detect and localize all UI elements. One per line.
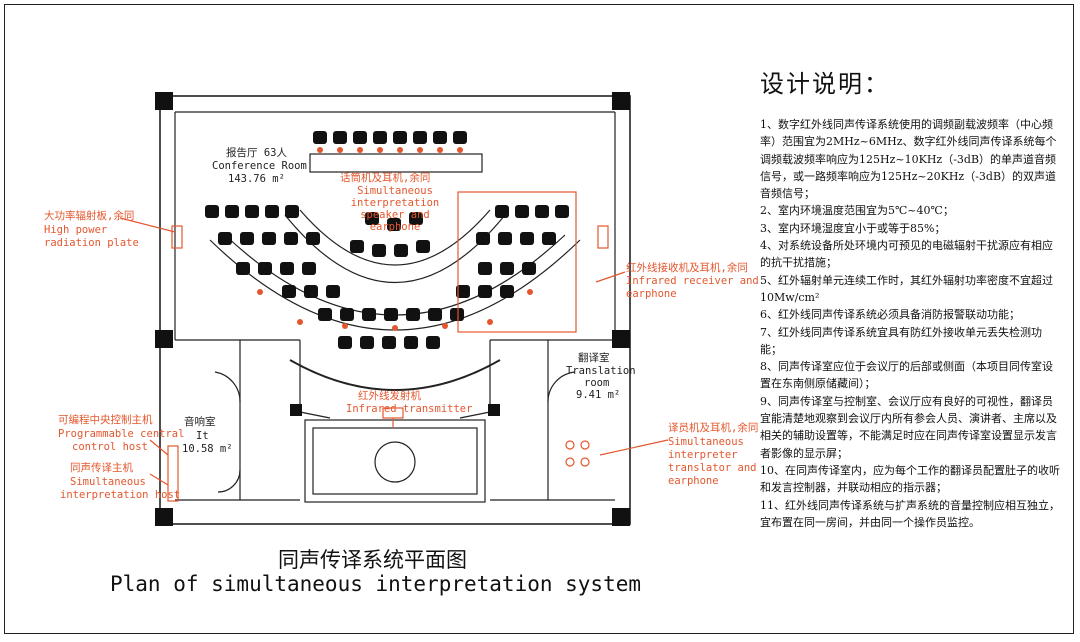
radiation-plate-label-en-1: High power: [44, 224, 108, 236]
notes-title: 设计说明：: [760, 70, 890, 98]
transmitter-label-cn: 红外线发射机: [358, 390, 421, 402]
sound-room-label-cn: 音响室: [184, 416, 216, 428]
translator-label-en-1: Simultaneous: [668, 436, 744, 448]
note-item: 9、同声传译室与控制室、会议厅应有良好的可视性，翻译员宜能清楚地观察到会议厅内所…: [760, 394, 1057, 460]
translation-room-label-en-2: room: [584, 377, 610, 389]
translation-room-label-cn: 翻译室: [578, 352, 610, 364]
interp-host-label-en-1: Simultaneous: [70, 476, 146, 488]
control-host-label-en-2: control host: [72, 441, 148, 453]
translator-label-en-2: interpreter: [668, 449, 738, 461]
plan-caption-en: Plan of simultaneous interpretation syst…: [110, 572, 642, 596]
translation-room-label-en-1: Translation: [566, 365, 636, 377]
receiver-label-en-2: earphone: [626, 288, 677, 300]
receiver-label-en-1: Infrared receiver and: [626, 275, 759, 287]
radiation-plate-label-en-2: radiation plate: [44, 237, 139, 249]
control-host-label-cn: 可编程中央控制主机: [58, 414, 153, 426]
note-item: 7、红外线同声传译系统宜具有防红外接收单元丢失检测功能；: [760, 325, 1042, 356]
note-item: 8、同声传译室应位于会议厅的后部或侧面（本项目同传室设置在东南侧原储藏间）；: [760, 360, 1053, 391]
note-item: 10、在同声传译室内，应为每个工作的翻译员配置肚子的收听和发言控制器，并联动相应…: [760, 463, 1060, 495]
note-item: 11、红外线同声传译系统与扩声系统的音量控制应相互独立，宜布置在同一房间，并由同…: [760, 498, 1060, 529]
note-item: 3、室内环境湿度宜小于或等于85%；: [760, 221, 946, 235]
interp-host-label-en-2: interpretation host: [60, 489, 181, 501]
note-item: 6、红外线同声传译系统必须具备消防报警联动功能；: [760, 308, 1020, 322]
conference-room-label-cn: 报告厅 63人: [226, 147, 287, 159]
speaker-earphone-label-en: Simultaneous interpretation speaker and …: [350, 185, 440, 233]
plan-caption-cn: 同声传译系统平面图: [278, 548, 467, 572]
sound-room-area: 10.58 m²: [182, 443, 233, 455]
note-item: 1、数字红外线同声传译系统使用的调频副载波频率（中心频率）范围宜为2MHz~6M…: [760, 118, 1057, 201]
translator-label-cn: 译员机及耳机,余同: [668, 422, 759, 434]
design-notes: 1、数字红外线同声传译系统使用的调频副载波频率（中心频率）范围宜为2MHz~6M…: [760, 116, 1060, 531]
transmitter-label-en: Infrared transmitter: [346, 403, 473, 415]
radiation-plate-label-cn: 大功率辐射板,余同: [44, 210, 135, 222]
conference-room-label-en: Conference Room: [212, 160, 307, 172]
note-item: 2、室内环境温度范围宜为5℃~40℃；: [760, 204, 954, 218]
receiver-label-cn: 红外线接收机及耳机,余同: [626, 262, 748, 274]
interp-host-label-cn: 同声传译主机: [70, 462, 133, 474]
speaker-earphone-label-cn: 话筒机及耳机,余同: [340, 172, 431, 184]
note-item: 5、红外辐射单元连续工作时，其红外辐射功率密度不宜超过10Mw/cm²: [760, 273, 1053, 304]
translator-label-en-3: translator and: [668, 462, 757, 474]
note-item: 4、对系统设备所处环境内可预见的电磁辐射干扰源应有相应的抗干扰措施；: [760, 239, 1053, 270]
control-host-label-en-1: Programmable central: [58, 428, 185, 440]
translation-room-area: 9.41 m²: [576, 389, 621, 401]
conference-room-area: 143.76 m²: [228, 173, 285, 185]
sound-room-label-en: It: [196, 430, 209, 442]
drawing-frame: [4, 4, 1074, 634]
translator-label-en-4: earphone: [668, 475, 719, 487]
